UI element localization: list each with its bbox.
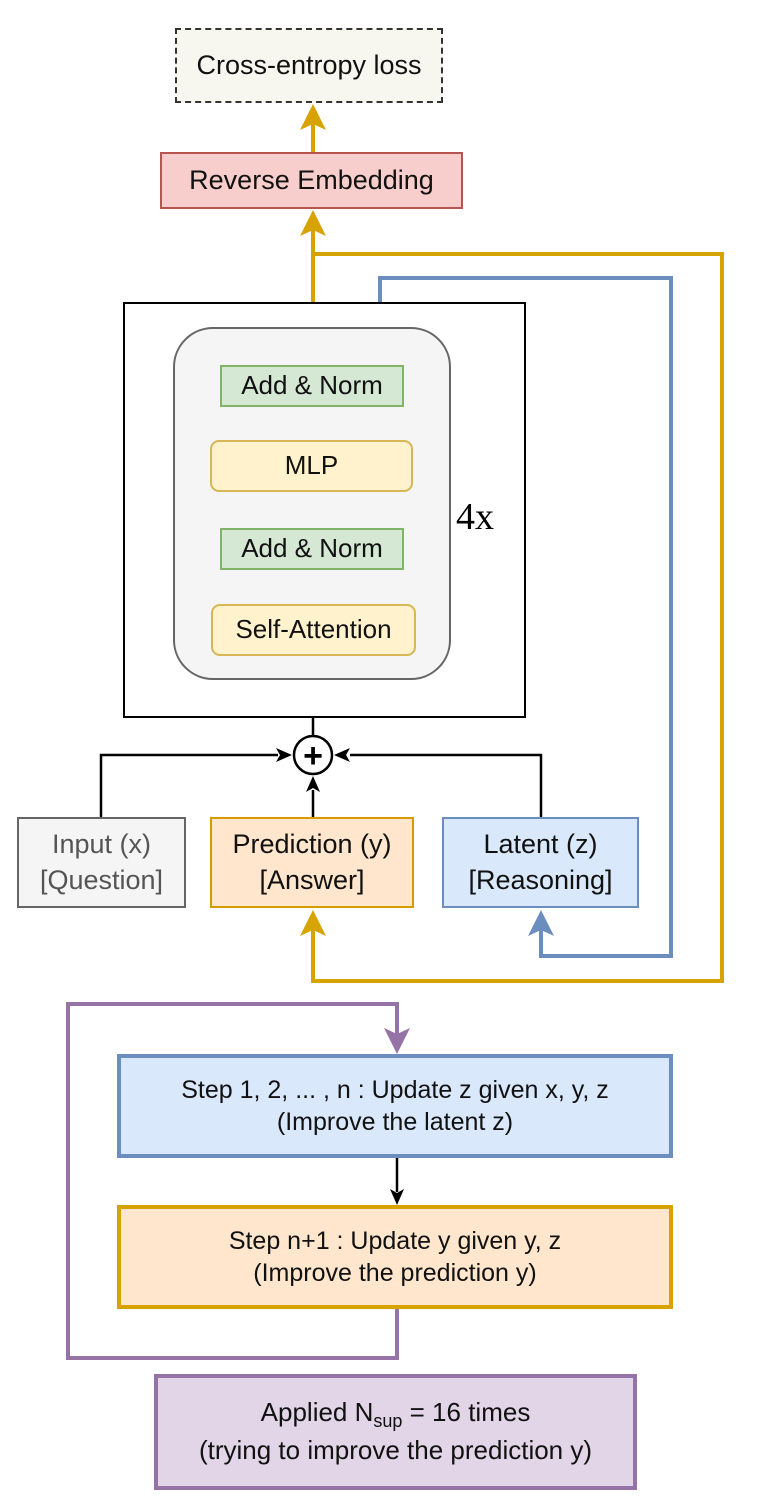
prediction-y-subtitle: [Answer] (259, 864, 365, 895)
applied-times-box: Applied Nsup = 16 times (trying to impro… (154, 1374, 637, 1490)
mlp-box: MLP (210, 440, 413, 492)
step-update-z-subtitle: (Improve the latent z) (276, 1108, 514, 1136)
step-update-y-box: Step n+1 : Update y given y, z (Improve … (117, 1205, 673, 1309)
reverse-embedding-box: Reverse Embedding (160, 152, 463, 209)
gold-arrowhead-reverse (300, 210, 326, 236)
arrowhead-x-sum (276, 748, 292, 762)
blue-arrowhead-latent (528, 910, 554, 936)
prediction-y-title: Prediction (y) (232, 829, 392, 860)
applied-prefix: Applied N (260, 1397, 374, 1428)
arrowhead-step2 (390, 1189, 404, 1205)
applied-subscript: sup (373, 1411, 403, 1432)
arrowhead-y-sum (306, 776, 320, 792)
self-attention-label: Self-Attention (235, 614, 392, 645)
gold-arrowhead-loss (300, 104, 326, 130)
step-update-z-box: Step 1, 2, ... , n : Update z given x, y… (117, 1054, 673, 1158)
add-norm-bottom-label: Add & Norm (241, 533, 383, 564)
input-x-box: Input (x) [Question] (17, 817, 186, 908)
input-x-title: Input (x) (51, 829, 152, 860)
step-update-y-title: Step n+1 : Update y given y, z (228, 1226, 562, 1255)
applied-times-title: Applied Nsup = 16 times (261, 1396, 531, 1434)
add-norm-top-label: Add & Norm (241, 370, 383, 401)
self-attention-box: Self-Attention (211, 604, 416, 656)
arrow-x-to-sum (99, 753, 278, 817)
latent-z-subtitle: [Reasoning] (468, 864, 613, 895)
add-norm-bottom-box: Add & Norm (220, 528, 404, 570)
reverse-embedding-label: Reverse Embedding (189, 164, 434, 195)
latent-z-box: Latent (z) [Reasoning] (442, 817, 639, 908)
step-update-y-subtitle: (Improve the prediction y) (253, 1259, 537, 1287)
add-norm-top-box: Add & Norm (220, 365, 404, 407)
step-update-z-title: Step 1, 2, ... , n : Update z given x, y… (181, 1075, 609, 1104)
loss-label: Cross-entropy loss (196, 49, 422, 80)
applied-suffix: = 16 times (402, 1397, 531, 1428)
purple-arrowhead (384, 1028, 410, 1054)
mlp-label: MLP (284, 450, 339, 481)
latent-z-title: Latent (z) (483, 829, 598, 860)
gold-arrowhead-prediction (300, 910, 326, 936)
arrow-z-to-sum (350, 753, 543, 817)
prediction-y-box: Prediction (y) [Answer] (210, 817, 414, 908)
gold-feedback-line (311, 252, 724, 983)
cross-entropy-loss-box: Cross-entropy loss (175, 28, 443, 103)
purple-loop-line (66, 1002, 399, 1360)
input-x-subtitle: [Question] (39, 864, 164, 895)
blue-feedback-line (378, 276, 673, 958)
arrowhead-z-sum (334, 748, 350, 762)
repeat-count-label: 4x (456, 496, 494, 538)
applied-times-subtitle: (trying to improve the prediction y) (198, 1434, 593, 1465)
